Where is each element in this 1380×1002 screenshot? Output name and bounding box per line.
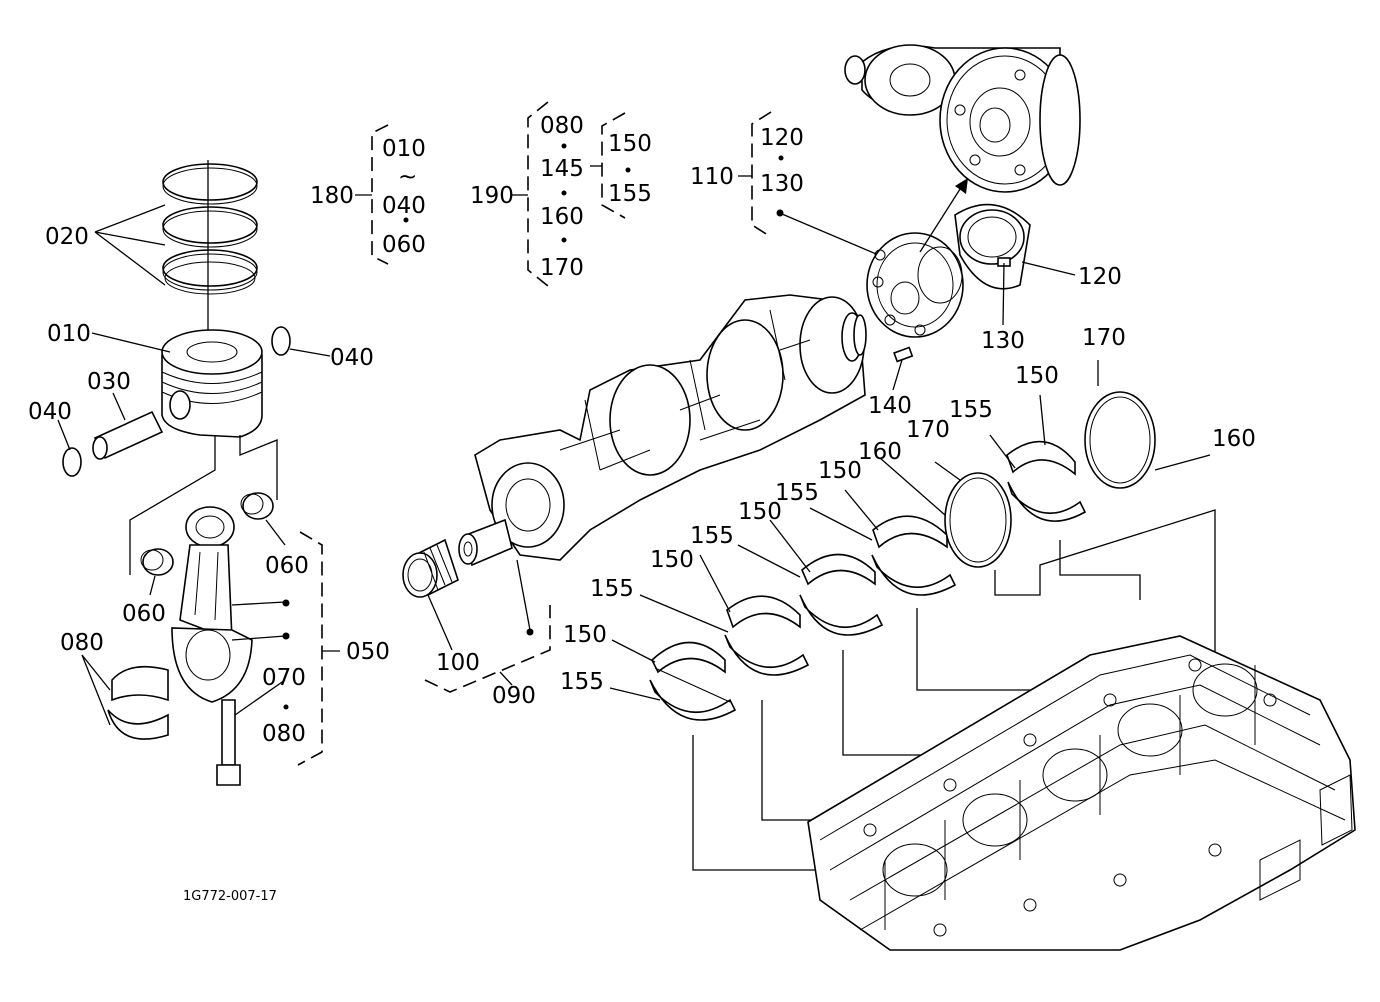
crankshaft-nose [458,518,513,567]
engine-block [807,635,1356,951]
reference-code: 1G772-007-17 [183,889,277,904]
label-010: 010 [47,321,91,347]
group-110-item-1: 120 [760,125,804,151]
label-bearing-150-3: 150 [738,499,782,525]
label-bearing-170-2: 170 [1082,325,1126,351]
label-050: 050 [346,639,390,665]
group-190-item-1: 080 [540,113,584,139]
group-145-item-1: 150 [608,131,652,157]
group-180-item-2: 040 [382,193,426,219]
bushing-left [140,548,174,576]
label-bearing-150-4: 150 [818,458,862,484]
thrust-washer-1 [944,472,1012,568]
label-bearing-150-2: 150 [650,547,694,573]
label-040-left: 040 [28,399,72,425]
group-190-item-3: 160 [540,204,584,230]
label-bearing-155-4: 155 [775,480,819,506]
label-090: 090 [492,683,536,709]
label-bearing-160-2: 160 [1212,426,1256,452]
label-bearing-160-1: 160 [858,439,902,465]
label-bearing-155-1: 155 [560,669,604,695]
label-030: 030 [87,369,131,395]
group-180-tilde: ~ [398,164,417,190]
group-110-item-2: 130 [760,171,804,197]
label-bearing-155-5: 155 [949,397,993,423]
crank-drive-gear [866,232,964,338]
group-190-item-4: 170 [540,255,584,281]
main-bearing-1 [649,641,737,721]
crank-gear-sleeve [402,538,459,598]
group-180-item-1: 010 [382,136,426,162]
main-bearing-2 [724,595,810,676]
piston [161,329,263,438]
label-190: 190 [470,183,514,209]
piston-rings [162,163,258,295]
label-040-right: 040 [330,345,374,371]
label-060-left: 060 [122,601,166,627]
circlip-right [271,326,291,356]
crankshaft [474,294,866,561]
circlip-left [62,447,82,477]
main-bearing-4 [871,515,957,596]
group-145-item-2: 155 [608,181,652,207]
thrust-washer-2 [1084,391,1156,489]
label-180: 180 [310,183,354,209]
rod-bearing [107,665,169,740]
group-180-item-3: 060 [382,232,426,258]
label-bearing-150-5: 150 [1015,363,1059,389]
label-080-left: 080 [60,630,104,656]
label-130: 130 [981,328,1025,354]
main-bearing-3 [799,553,884,636]
bushing-right [240,492,274,520]
label-bearing-155-2: 155 [590,576,634,602]
label-120: 120 [1078,264,1122,290]
group-190-item-2: 145 [540,156,584,182]
key [893,346,914,363]
connecting-rod [171,506,253,786]
label-140: 140 [868,393,912,419]
label-bearing-155-3: 155 [690,523,734,549]
timing-gears [844,44,1081,193]
label-020: 020 [45,224,89,250]
label-080-right: 080 [262,721,306,747]
piston-pin [92,410,164,460]
label-bearing-170-1: 170 [906,417,950,443]
idler-bushing [954,203,1031,290]
label-bearing-150-1: 150 [563,622,607,648]
label-060-right: 060 [265,553,309,579]
label-110: 110 [690,164,734,190]
label-100: 100 [436,650,480,676]
main-bearing-5 [1006,440,1087,522]
label-070: 070 [262,665,306,691]
